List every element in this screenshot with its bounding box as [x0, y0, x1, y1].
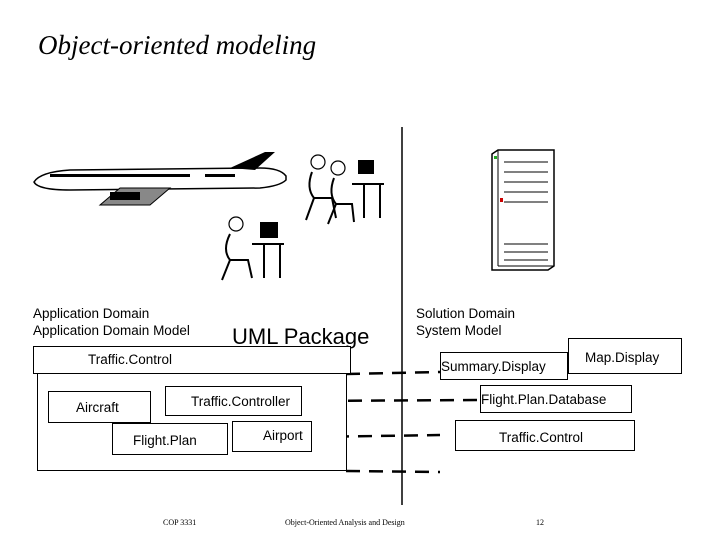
solution-domain-heading: Solution Domain	[416, 306, 516, 321]
class-label: Aircraft	[76, 400, 119, 415]
class-label: Traffic.Controller	[191, 394, 291, 409]
solution-domain-subheading: System Model	[416, 323, 502, 338]
class-traffic-controller: Traffic.Controller	[165, 386, 302, 416]
uml-package-label: UML Package	[232, 324, 370, 349]
class-label: Flight.Plan.Database	[481, 392, 607, 407]
class-label: Airport	[263, 428, 303, 443]
application-domain-heading: Application Domain	[33, 306, 150, 321]
class-airport: Airport	[232, 421, 312, 452]
application-domain-subheading: Application Domain Model	[33, 323, 190, 338]
class-label: Traffic.Control	[499, 430, 584, 445]
page-title: Object-oriented modeling	[38, 30, 317, 60]
airplane-icon	[33, 152, 287, 206]
footer-course: COP 3331	[163, 518, 197, 527]
class-aircraft: Aircraft	[48, 391, 151, 423]
class-flight-plan: Flight.Plan	[112, 423, 228, 455]
class-map-display: Map.Display	[568, 338, 682, 374]
class-flight-plan-database: Flight.Plan.Database	[480, 385, 632, 413]
traffic-control-package-tab: Traffic.Control	[33, 346, 351, 374]
class-label: Summary.Display	[441, 359, 546, 374]
controller-icon	[221, 216, 284, 281]
footer-page-number: 12	[536, 518, 544, 527]
footer-subject: Object-Oriented Analysis and Design	[285, 518, 405, 527]
server-icon	[491, 149, 555, 271]
class-label: Flight.Plan	[133, 433, 197, 448]
class-summary-display: Summary.Display	[440, 352, 568, 380]
class-label: Map.Display	[585, 350, 660, 365]
controllers-icon	[305, 154, 384, 225]
package-label: Traffic.Control	[88, 352, 173, 367]
class-traffic-control: Traffic.Control	[455, 420, 635, 451]
